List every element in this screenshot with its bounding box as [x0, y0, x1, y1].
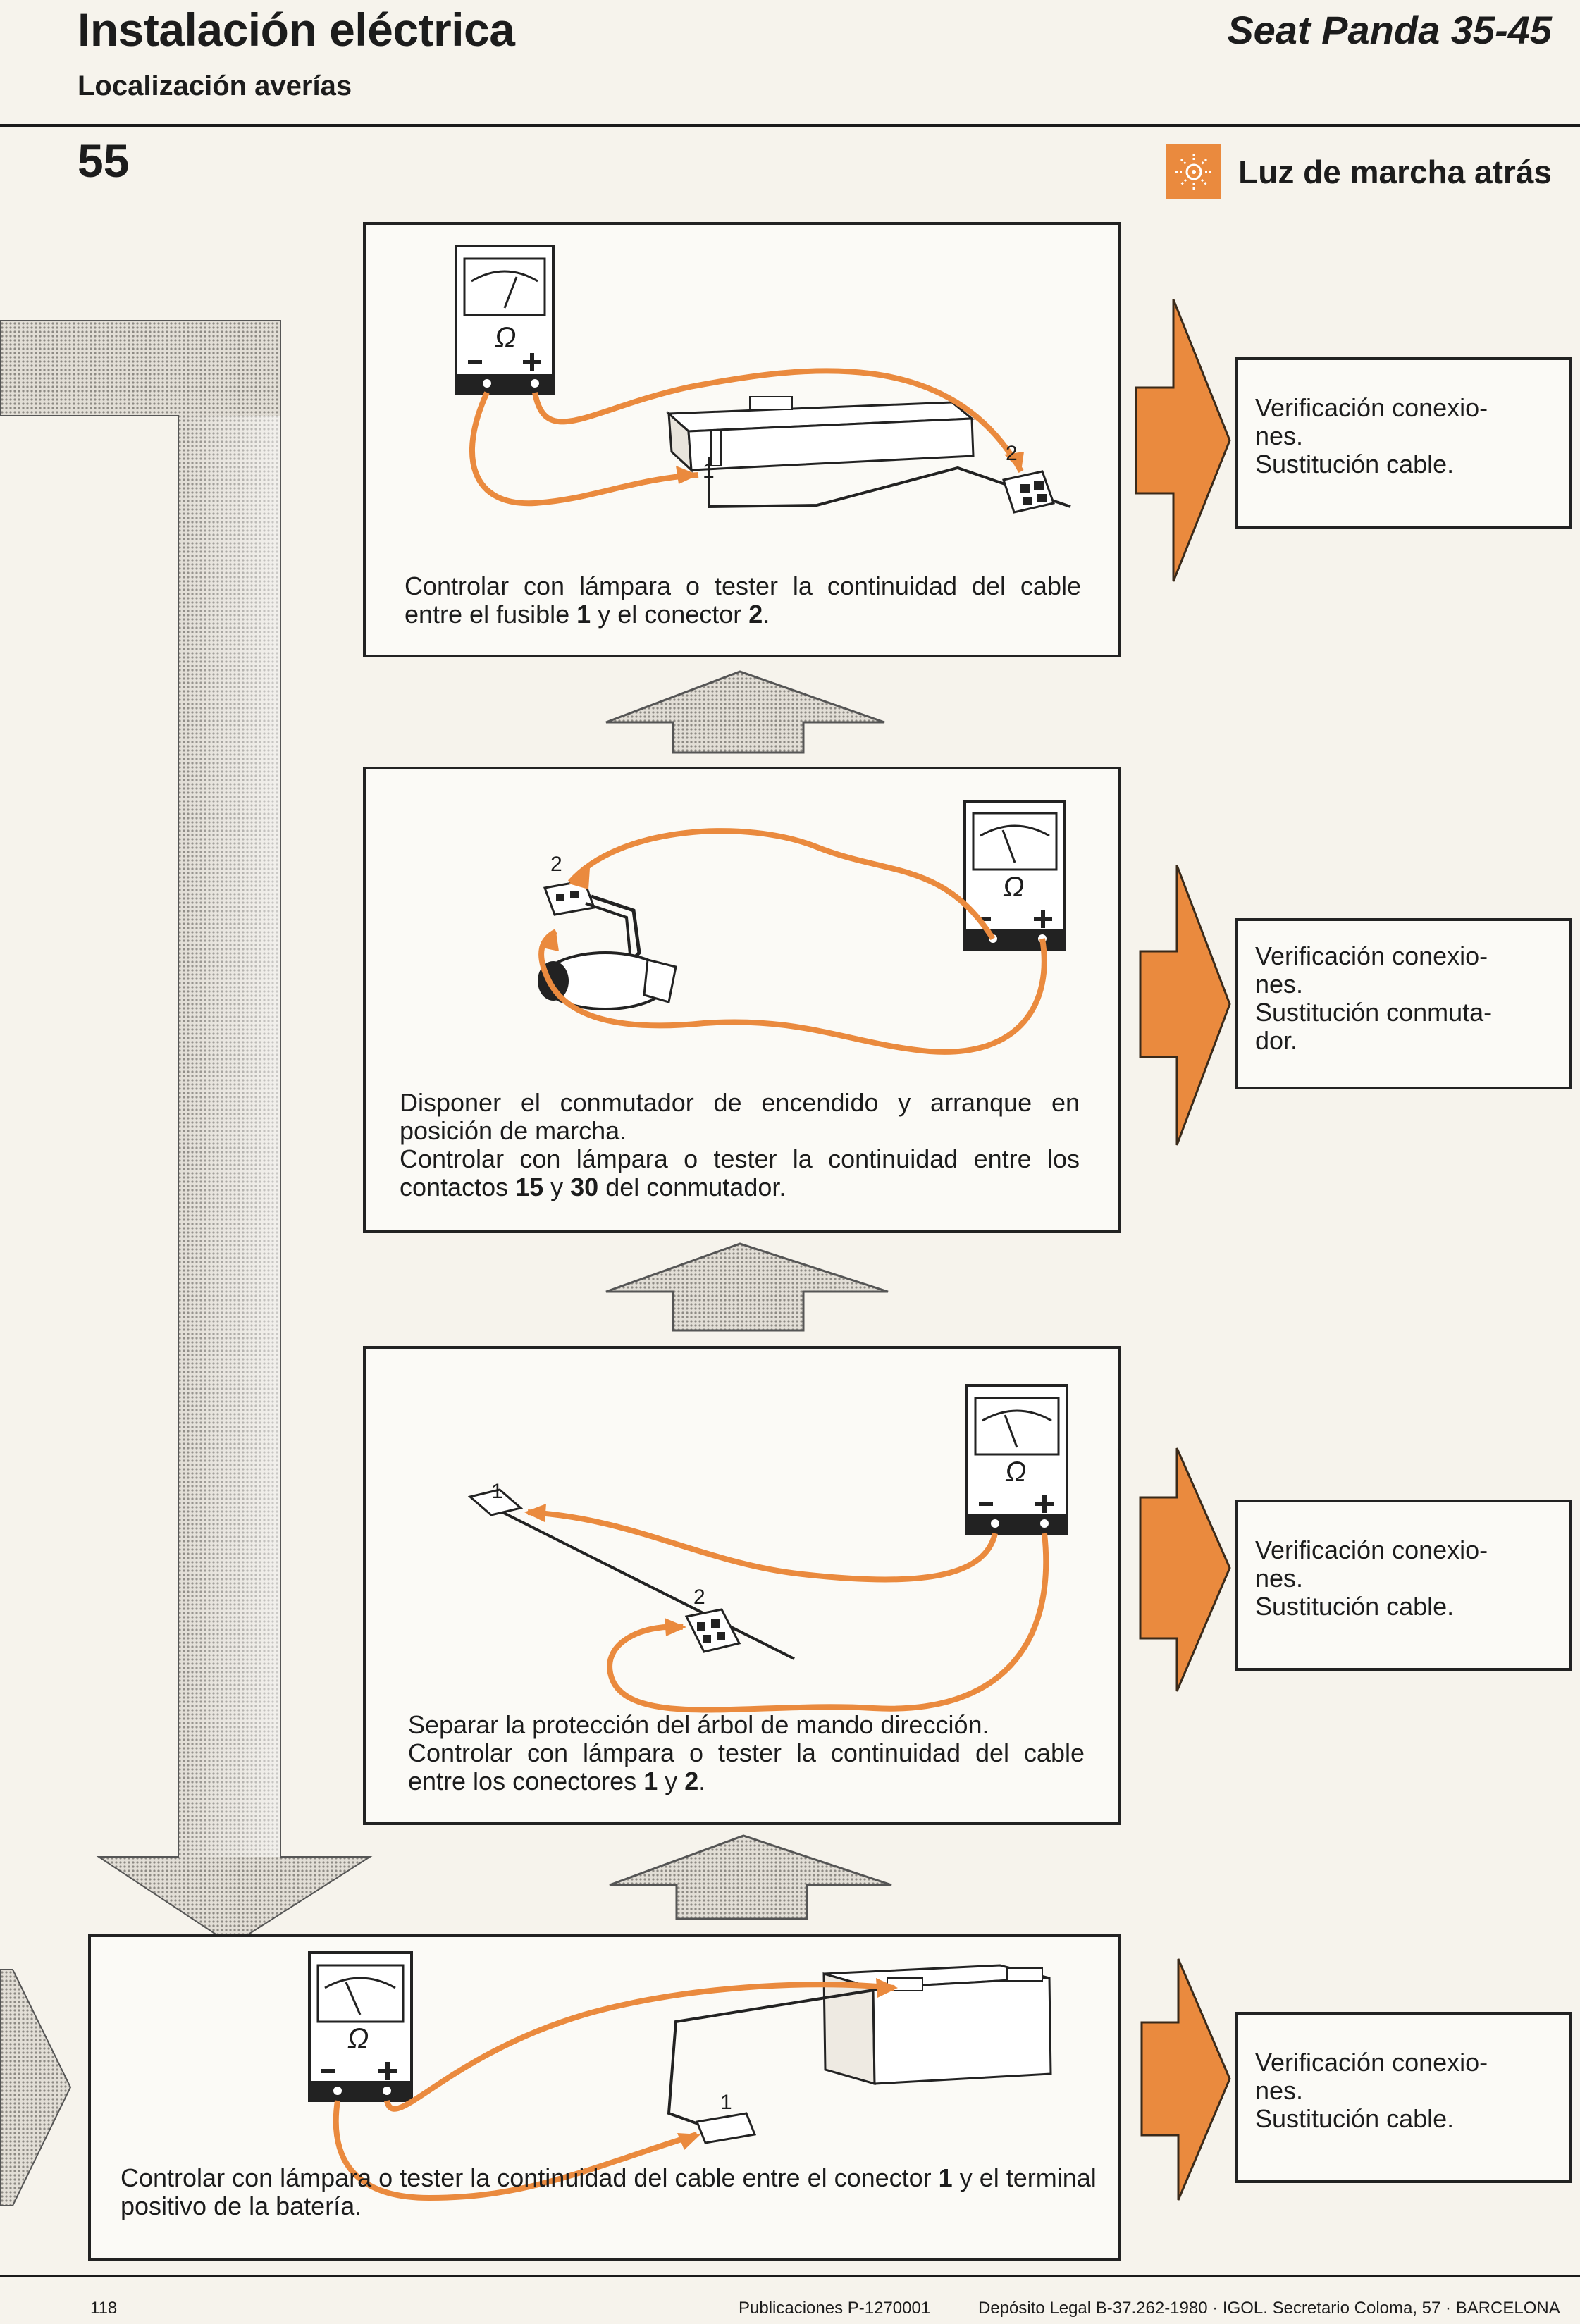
page-title: Instalación eléctrica [78, 4, 515, 56]
result-box-2: Verificación conexio-nes.Sustitución con… [1235, 918, 1572, 1089]
callout-connector-2: 2 [693, 1586, 705, 1609]
up-arrow-2 [605, 1242, 889, 1332]
step-instruction: Disponer el conmutador de encendido y ar… [400, 1088, 1080, 1201]
callout-connector: 2 [1006, 442, 1018, 465]
result-box-1: Verificación conexio-nes.Sustitución cab… [1235, 357, 1572, 529]
ohm-symbol: Ω [347, 2023, 369, 2054]
connector-icon [684, 1608, 741, 1653]
step-1-diagram [455, 245, 1071, 514]
step-instruction: Controlar con lámpara o tester la contin… [405, 571, 1081, 629]
callout-fuse: 1 [703, 459, 715, 483]
result-box-3: Verificación conexio-nes.Sustitución cab… [1235, 1500, 1572, 1671]
footer-publication: Publicaciones P-1270001 [739, 2299, 931, 2318]
ohmmeter-icon [308, 1951, 413, 2102]
ohm-symbol: Ω [1003, 872, 1025, 903]
ohm-symbol: Ω [495, 322, 517, 353]
step-panel-1: Ω 1 2 Controlar con lámpara o tester la … [363, 222, 1121, 657]
footer-legal: Depósito Legal B-37.262-1980 · IGOL. Sec… [978, 2299, 1560, 2318]
step-3-diagram [467, 1384, 1068, 1713]
step-instruction: Separar la protección del árbol de mando… [408, 1710, 1085, 1795]
footer-page-number: 118 [90, 2299, 118, 2318]
ignition-switch-icon [538, 879, 677, 1010]
up-arrow-1 [605, 670, 885, 754]
return-flow-band [0, 320, 373, 1946]
result-arrow-3 [1139, 1447, 1231, 1692]
ohmmeter-icon [965, 1384, 1068, 1535]
procedure-number: 55 [78, 135, 130, 187]
ohmmeter-icon [455, 245, 555, 395]
up-arrow-3 [609, 1834, 892, 1920]
result-arrow-4 [1140, 1958, 1231, 2201]
step-panel-2: Ω 2 Disponer el conmutador de encendido … [363, 767, 1121, 1233]
sun-lamp-icon [1166, 144, 1222, 199]
step-panel-4: Ω 1 Controlar con lámpara o tester la co… [88, 1934, 1121, 2261]
connector-icon [467, 1488, 524, 1516]
callout-connector-1: 1 [491, 1480, 503, 1503]
connector-icon [695, 2112, 757, 2144]
result-arrow-1 [1135, 299, 1231, 582]
fuse-box-icon [666, 396, 975, 473]
step-2-diagram [538, 800, 1066, 1055]
page-subtitle: Localización averías [78, 70, 352, 101]
result-arrow-2 [1139, 865, 1231, 1146]
callout-connector: 1 [720, 2091, 732, 2114]
section-title: Luz de marcha atrás [1238, 154, 1552, 190]
section-header: Luz de marcha atrás [1166, 144, 1552, 199]
connector-icon [1002, 470, 1055, 514]
vehicle-model: Seat Panda 35-45 [1227, 8, 1552, 52]
footer-divider [0, 2275, 1580, 2277]
entry-arrow [0, 1969, 72, 2206]
result-box-4: Verificación conexio-nes.Sustitución cab… [1235, 2012, 1572, 2183]
step-instruction: Controlar con lámpara o tester la contin… [121, 2163, 1097, 2220]
ohm-symbol: Ω [1005, 1457, 1027, 1488]
step-panel-3: Ω 1 2 Separar la protección del árbol de… [363, 1346, 1121, 1825]
callout-switch: 2 [550, 853, 562, 876]
header-divider [0, 124, 1580, 127]
step-4-diagram [308, 1951, 1052, 2201]
ohmmeter-icon [963, 800, 1066, 951]
